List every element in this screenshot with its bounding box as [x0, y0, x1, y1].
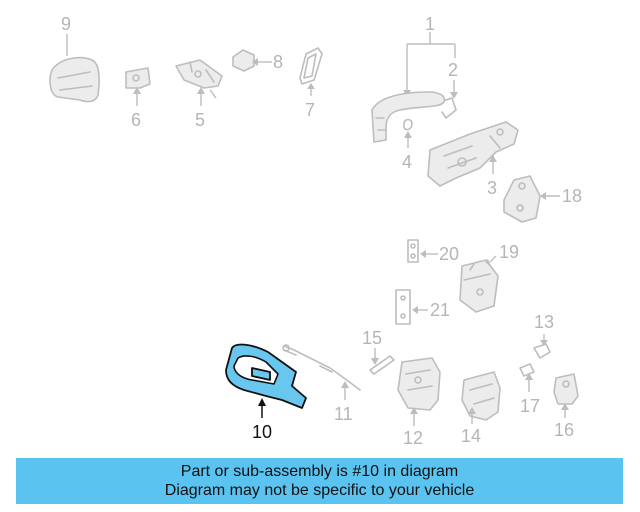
part-12-lock-actuator[interactable] [397, 357, 441, 426]
callout-19: 19 [499, 242, 519, 262]
callout-20: 20 [439, 244, 459, 264]
part-17-screw[interactable] [519, 363, 535, 392]
callout-18: 18 [562, 186, 582, 206]
callout-5: 5 [195, 110, 205, 130]
callout-10: 10 [252, 422, 272, 442]
part-6-bracket[interactable] [125, 67, 151, 106]
callout-15: 15 [362, 328, 382, 348]
part-10-inner-door-handle[interactable] [225, 343, 307, 418]
callout-14: 14 [461, 426, 481, 446]
callout-2: 2 [448, 60, 458, 80]
part-5-handle-base[interactable] [175, 59, 223, 106]
callout-3: 3 [487, 178, 497, 198]
part-11-rod[interactable] [282, 344, 361, 400]
part-20-plate[interactable] [407, 239, 438, 263]
callout-12: 12 [403, 428, 423, 448]
callout-6: 6 [131, 110, 141, 130]
callout-1: 1 [425, 14, 435, 34]
part-4-clip[interactable] [403, 118, 413, 149]
callout-11: 11 [334, 404, 353, 424]
part-8-cap[interactable] [232, 49, 272, 72]
callout-7: 7 [305, 100, 315, 120]
callout-17: 17 [520, 396, 540, 416]
part-3-latch-assembly[interactable] [427, 121, 519, 187]
part-7-gasket[interactable] [299, 47, 323, 96]
callout-21: 21 [430, 300, 450, 320]
part-13-bolt[interactable] [533, 334, 551, 359]
part-14-latch[interactable] [461, 371, 501, 424]
part-1-outer-handle[interactable] [371, 91, 446, 143]
callout-8: 8 [273, 52, 283, 72]
part-9-mirror-cover[interactable] [49, 34, 100, 103]
part-2-clip[interactable] [439, 80, 458, 119]
part-16-striker[interactable] [553, 373, 579, 418]
part-15-pin[interactable] [369, 348, 395, 375]
part-18-striker-bracket[interactable] [503, 175, 560, 223]
info-banner: Part or sub-assembly is #10 in diagram D… [16, 458, 623, 504]
exploded-parts-diagram: 9 6 5 8 [49, 14, 582, 448]
callout-9: 9 [61, 14, 71, 34]
banner-line-1: Part or sub-assembly is #10 in diagram [180, 463, 459, 480]
callout-13: 13 [534, 312, 554, 332]
banner-line-2: Diagram may not be specific to your vehi… [164, 482, 475, 499]
callout-4: 4 [402, 152, 412, 172]
part-19-hinge[interactable] [459, 255, 499, 313]
callout-16: 16 [554, 420, 574, 440]
part-21-plate[interactable] [395, 289, 428, 325]
